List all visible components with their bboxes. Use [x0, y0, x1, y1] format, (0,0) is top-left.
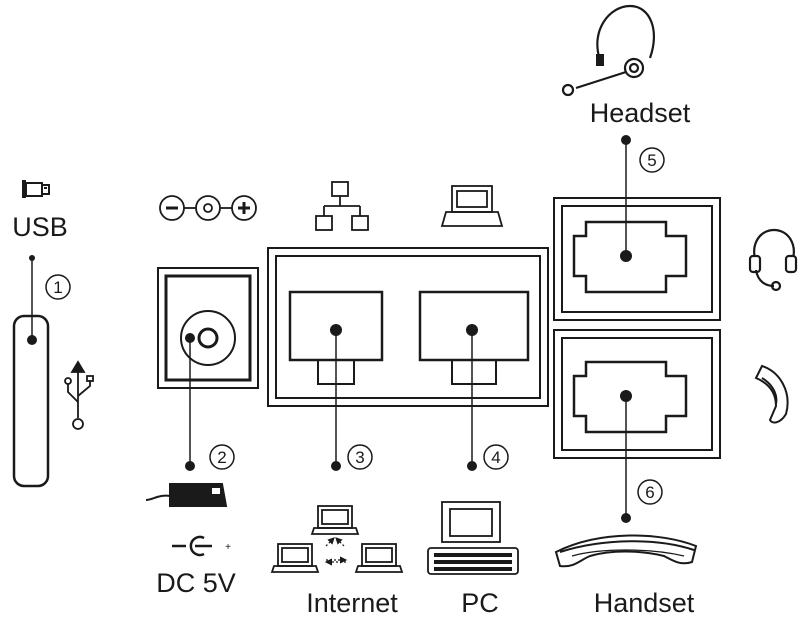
callout-5-number: 5 — [647, 151, 656, 170]
dc-plus-sign: + — [225, 542, 231, 553]
pc-port-leader — [466, 324, 478, 471]
internet-network-icon — [270, 505, 404, 573]
internet-label: Internet — [306, 588, 398, 618]
network-icon — [315, 181, 369, 231]
callout-1 — [45, 274, 71, 300]
callout-5 — [639, 147, 665, 173]
ethernet-port-block — [267, 247, 549, 407]
headset-top-icon — [561, 4, 655, 97]
headset-label: Headset — [590, 98, 691, 128]
callout-2-number: 2 — [217, 448, 226, 467]
callout-3 — [347, 444, 373, 470]
callout-2 — [209, 444, 235, 470]
handset-icon — [554, 534, 698, 568]
headset-side-icon — [748, 228, 798, 292]
polarity-icon — [159, 195, 257, 221]
dc-label: DC 5V — [156, 568, 236, 598]
internet-port-leader — [330, 324, 342, 471]
pc-laptop-icon — [440, 185, 504, 227]
dc-polarity-symbol — [172, 535, 212, 557]
callout-3-number: 3 — [355, 448, 364, 467]
handset-label: Handset — [594, 588, 695, 618]
usb-port-side — [12, 255, 50, 488]
usb-plug-icon — [22, 180, 50, 198]
usb-trident-icon — [64, 360, 94, 430]
usb-label: USB — [12, 212, 68, 242]
power-adapter-icon — [145, 483, 228, 507]
dc-power-port — [157, 267, 259, 471]
pc-label: PC — [461, 588, 499, 618]
pc-desktop-icon — [427, 501, 519, 575]
handset-side-icon — [754, 364, 789, 424]
callout-4-number: 4 — [491, 448, 500, 467]
callout-1-number: 1 — [53, 278, 62, 297]
callout-4 — [483, 444, 509, 470]
handset-port-leader — [620, 390, 632, 523]
callout-6-number: 6 — [645, 483, 654, 502]
headset-port-leader — [620, 135, 632, 262]
headset-port — [553, 197, 721, 321]
callout-6 — [637, 479, 663, 505]
handset-port — [553, 329, 721, 459]
